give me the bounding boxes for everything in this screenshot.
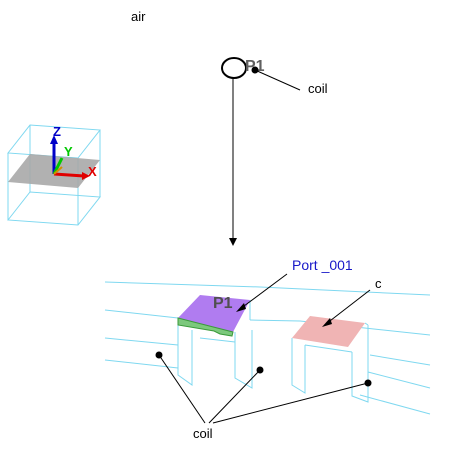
coil-label-top: coil bbox=[308, 81, 328, 96]
port-ellipse[interactable] bbox=[221, 57, 247, 79]
y-axis-line bbox=[52, 157, 64, 175]
c-label: c bbox=[375, 276, 382, 291]
port-name-pointer bbox=[239, 273, 288, 310]
port-terminal[interactable] bbox=[177, 317, 234, 337]
port-marker-bottom: P1 bbox=[213, 295, 233, 312]
port-name-label: Port _001 bbox=[292, 257, 353, 273]
z-axis-arrow bbox=[50, 135, 58, 144]
x-axis-arrow bbox=[82, 172, 90, 180]
port-face[interactable] bbox=[178, 295, 250, 332]
coil-label-bottom: coil bbox=[193, 426, 213, 441]
c-pointer bbox=[325, 289, 371, 325]
coil-geometry[interactable] bbox=[104, 281, 431, 415]
c-arrowhead bbox=[322, 318, 332, 327]
axis-origin-marker bbox=[53, 166, 63, 175]
x-axis-line bbox=[53, 172, 85, 178]
coil-pointer-left bbox=[158, 354, 206, 424]
coil-pointer-middle bbox=[208, 369, 261, 424]
air-label: air bbox=[131, 9, 146, 24]
orientation-cube[interactable]: Z Y X bbox=[7, 124, 101, 226]
pad-face[interactable] bbox=[292, 316, 365, 347]
coil-pointer-line bbox=[254, 69, 301, 91]
z-axis-label: Z bbox=[53, 124, 61, 139]
x-axis-label: X bbox=[88, 164, 97, 179]
y-axis-label: Y bbox=[64, 144, 73, 159]
coil-pointer-right bbox=[212, 382, 369, 424]
port-arrow-head bbox=[229, 238, 237, 246]
port-marker-top: P1 bbox=[245, 58, 265, 75]
port-name-arrowhead bbox=[236, 303, 246, 312]
